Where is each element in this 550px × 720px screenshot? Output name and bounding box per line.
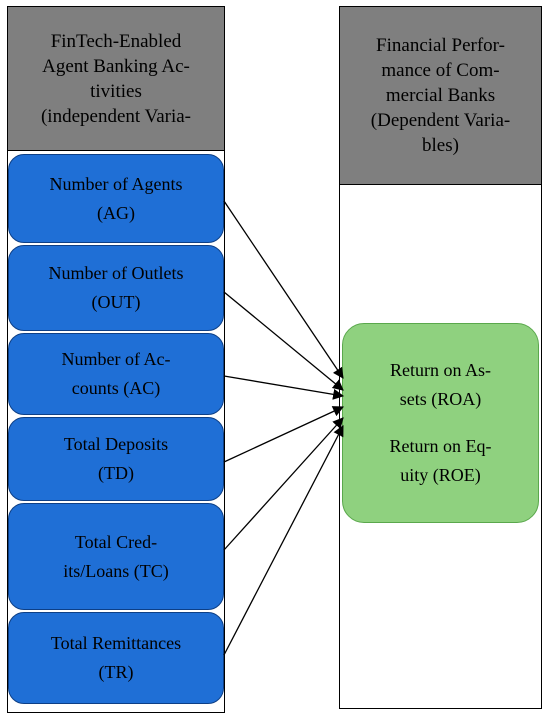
variable-label: (TR) xyxy=(98,662,134,682)
header-line: mercial Banks xyxy=(385,85,496,106)
header-line: (independent Varia- xyxy=(40,105,191,127)
header-line: FinTech-Enabled xyxy=(50,30,182,52)
variable-box-remittances: Total Remittances (TR) xyxy=(8,612,224,704)
variable-label: its/Loans (TC) xyxy=(63,560,169,581)
variable-box-credits-loans: Total Cred- its/Loans (TC) xyxy=(8,503,224,610)
arrow-outlets xyxy=(223,291,344,391)
dependent-label: uity (ROE) xyxy=(400,465,481,485)
arrow-agents xyxy=(223,200,344,379)
header-line: Financial Perfor- xyxy=(376,35,505,56)
dependent-label: Return on As- xyxy=(390,360,491,380)
variable-label: Total Deposits xyxy=(63,434,169,454)
variable-box-outlets: Number of Outlets (OUT) xyxy=(8,245,224,331)
dependent-label: sets (ROA) xyxy=(399,389,482,409)
header-line: (Dependent Varia- xyxy=(370,110,511,131)
header-line: bles) xyxy=(422,135,459,156)
arrow-deposits xyxy=(223,406,344,463)
variable-label: Number of Agents xyxy=(49,173,183,194)
variable-label: (AG) xyxy=(97,202,135,223)
variable-label: Number of Ac- xyxy=(61,349,171,369)
variable-label: Total Cred- xyxy=(74,531,158,552)
arrow-credits-loans xyxy=(223,417,344,551)
header-line: mance of Com- xyxy=(381,60,500,81)
variable-box-accounts: Number of Ac- counts (AC) xyxy=(8,333,224,415)
dependent-variables-box: Return on As- sets (ROA) Return on Eq- u… xyxy=(342,323,539,523)
variable-label: (OUT) xyxy=(91,292,141,312)
arrow-remittances xyxy=(223,425,344,656)
dependent-label: Return on Eq- xyxy=(389,436,492,456)
variable-box-deposits: Total Deposits (TD) xyxy=(8,417,224,501)
arrow-accounts xyxy=(223,375,345,400)
variable-box-agents: Number of Agents (AG) xyxy=(8,154,224,243)
variable-label: Total Remittances xyxy=(50,633,182,653)
variable-label: (TD) xyxy=(98,463,134,483)
header-line: tivities xyxy=(90,80,142,102)
variable-label: counts (AC) xyxy=(71,378,161,398)
dependent-variables-header: Financial Perfor- mance of Com- mercial … xyxy=(339,6,542,185)
independent-variables-header: FinTech-Enabled Agent Banking Ac- tiviti… xyxy=(7,6,225,151)
header-line: Agent Banking Ac- xyxy=(42,55,190,77)
variable-label: Number of Outlets xyxy=(48,263,184,283)
